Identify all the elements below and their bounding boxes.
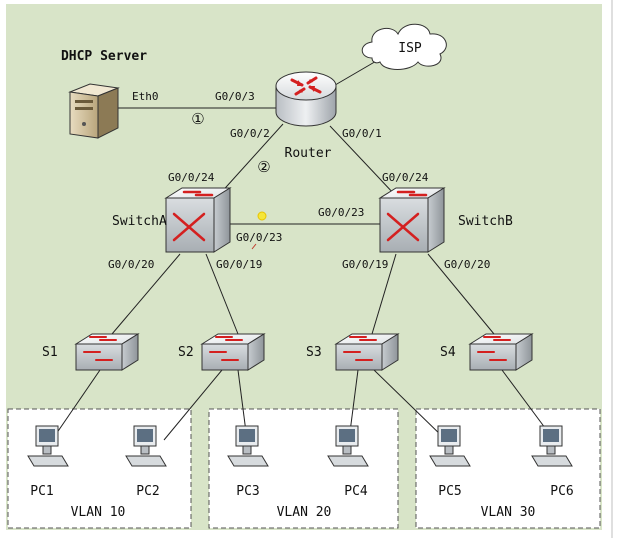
switcha-port-g0019: G0/0/19	[216, 258, 262, 271]
link-marker-2: ②	[257, 158, 270, 176]
router-port-g002: G0/0/2	[230, 127, 270, 140]
s2-switch-icon	[200, 333, 266, 371]
link-switcha-s2	[205, 253, 239, 335]
pc3-computer-icon	[227, 425, 269, 467]
switcha-port-g0024: G0/0/24	[168, 171, 215, 184]
s4-label: S4	[440, 345, 456, 360]
switchb-label: SwitchB	[458, 214, 513, 229]
pc1-computer-icon	[27, 425, 69, 467]
link-s3-pc5	[373, 369, 447, 441]
dhcp-port-eth0: Eth0	[132, 90, 159, 103]
pc4-label: PC4	[344, 484, 368, 499]
switcha-port-g0020: G0/0/20	[108, 258, 154, 271]
link-s2-pc2	[163, 369, 223, 441]
link-switcha-s1	[111, 253, 181, 335]
switchb-port-g0023: G0/0/23	[318, 206, 364, 219]
dhcp-server-label: DHCP Server	[61, 49, 147, 64]
switcha-icon	[164, 187, 232, 253]
switchb-port-g0024: G0/0/24	[382, 171, 429, 184]
router-port-g003: G0/0/3	[215, 90, 255, 103]
s2-label: S2	[178, 345, 194, 360]
s3-label: S3	[306, 345, 322, 360]
pc6-label: PC6	[550, 484, 573, 499]
vlan-10-box: VLAN 10	[7, 408, 192, 529]
pc2-computer-icon	[125, 425, 167, 467]
link-marker-1: ①	[191, 110, 204, 128]
pc3-label: PC3	[236, 484, 259, 499]
switchb-icon	[378, 187, 446, 253]
link-router-switcha	[217, 123, 284, 197]
vlan-20-label: VLAN 20	[277, 505, 332, 520]
link-router-isp	[329, 59, 379, 89]
link-switchb-s3	[371, 253, 397, 335]
switchb-port-g0019: G0/0/19	[342, 258, 388, 271]
switcha-port-g0023: G0/0/23	[236, 231, 282, 244]
pc6-computer-icon	[531, 425, 573, 467]
cursor-mark	[251, 243, 257, 250]
link-switchb-s4	[427, 253, 495, 335]
isp-label: ISP	[398, 41, 422, 56]
link-router-switchb	[329, 125, 397, 197]
pc5-computer-icon	[429, 425, 471, 467]
switcha-label: SwitchA	[112, 214, 167, 229]
link-s3-pc4	[349, 369, 359, 433]
s3-switch-icon	[334, 333, 400, 371]
s1-label: S1	[42, 345, 58, 360]
vlan-30-box: VLAN 30	[415, 408, 601, 529]
vlan-30-label: VLAN 30	[481, 505, 536, 520]
link-highlight-dot	[257, 211, 267, 221]
pc2-label: PC2	[136, 484, 159, 499]
router-port-g001: G0/0/1	[342, 127, 382, 140]
pc5-label: PC5	[438, 484, 461, 499]
link-s2-pc3	[237, 369, 247, 433]
pc1-label: PC1	[30, 484, 53, 499]
dhcp-server-icon	[68, 83, 120, 139]
s4-switch-icon	[468, 333, 534, 371]
link-s1-pc1	[51, 369, 101, 441]
router-label: Router	[285, 146, 332, 161]
isp-cloud-icon	[361, 23, 447, 70]
s1-switch-icon	[74, 333, 140, 371]
router-icon	[275, 71, 337, 127]
vlan-10-label: VLAN 10	[71, 505, 126, 520]
switchb-port-g0020: G0/0/20	[444, 258, 490, 271]
pc4-computer-icon	[327, 425, 369, 467]
